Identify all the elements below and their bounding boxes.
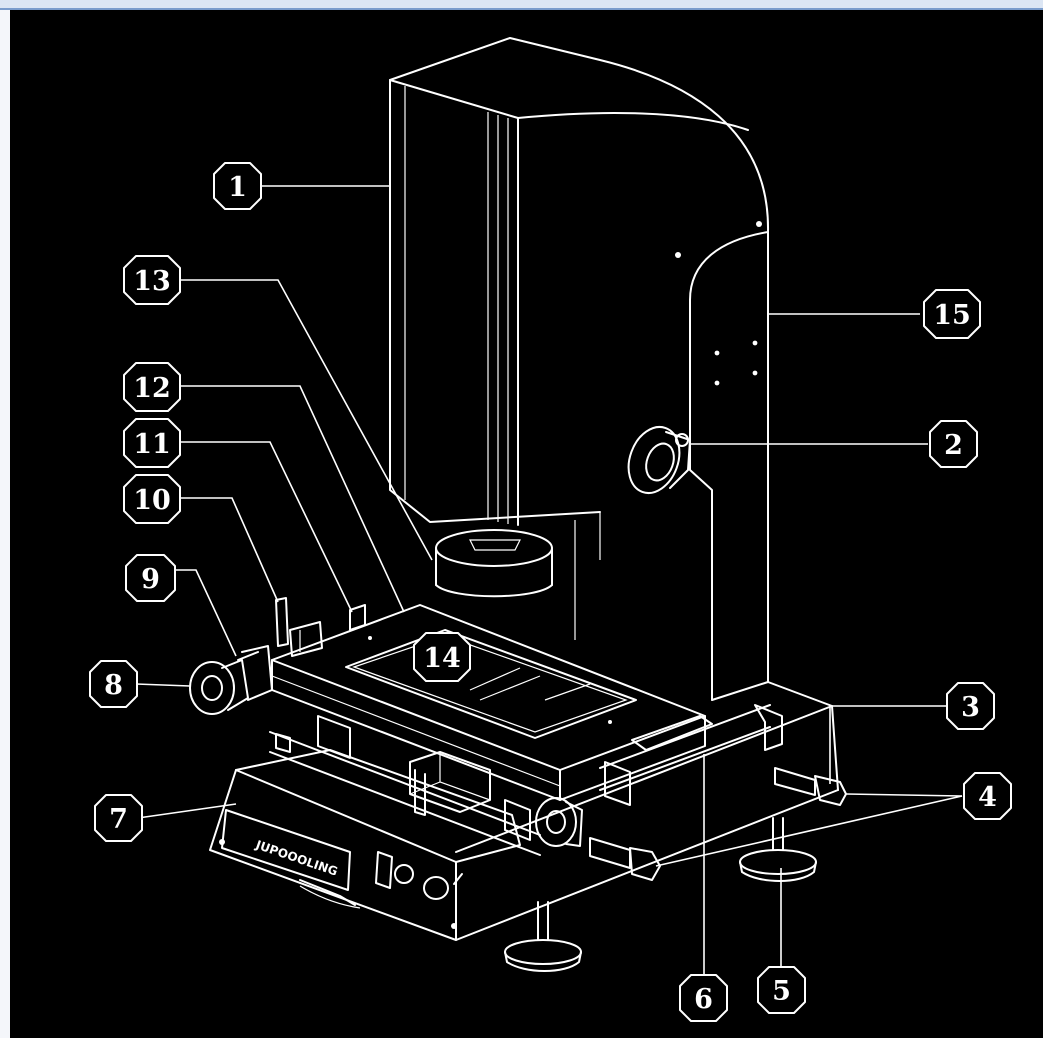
callout-2: 2 [929,420,978,468]
stage [271,604,713,801]
callout-12: 12 [123,362,181,412]
machine-diagram: JUPOOOLING [89,37,1012,1022]
head-housing [389,37,770,701]
callout-5-label: 5 [772,976,791,1007]
callout-13: 13 [123,255,181,305]
xy-rails [269,704,783,856]
callout-3: 3 [946,682,995,730]
callout-6: 6 [679,974,728,1022]
window-left-border [0,10,10,1038]
callout-7-label: 7 [109,804,128,835]
callout-15-label: 15 [933,300,971,331]
callout-4: 4 [963,772,1012,820]
lens [435,529,553,598]
callout-14: 14 [413,632,471,682]
feet [299,817,817,972]
callout-7: 7 [94,794,143,842]
callout-4-label: 4 [978,782,997,813]
callout-11-label: 11 [133,429,171,460]
leveling-screws [589,767,847,881]
callout-1: 1 [213,162,262,210]
callout-1-label: 1 [228,172,247,203]
stage-knobs [189,597,583,847]
callout-6-label: 6 [694,984,713,1015]
callout-12-label: 12 [133,373,171,404]
callout-8-label: 8 [104,670,123,701]
callout-10: 10 [123,474,181,524]
leader-lines [135,185,963,976]
callout-9-label: 9 [141,564,160,595]
callout-13-label: 13 [133,266,171,297]
callout-14-label: 14 [423,643,461,674]
callout-11: 11 [123,418,181,468]
callout-8: 8 [89,660,138,708]
callout-9: 9 [125,554,176,602]
callout-3-label: 3 [961,692,980,723]
callout-15: 15 [923,289,981,339]
callout-5: 5 [757,966,806,1014]
diagram-canvas: JUPOOOLING [10,10,1043,1038]
window-top-border [0,0,1043,10]
focus-knob [627,426,691,494]
callout-10-label: 10 [133,485,171,516]
callout-2-label: 2 [944,430,963,461]
